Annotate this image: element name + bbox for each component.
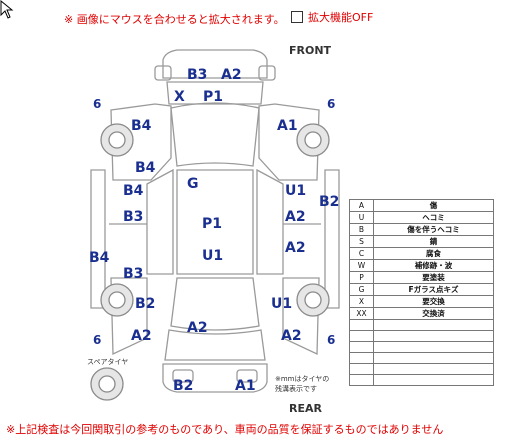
- damage-mark: B2: [135, 296, 155, 312]
- legend-code: X: [349, 295, 374, 308]
- damage-mark: A2: [285, 240, 306, 256]
- damage-mark: B4: [131, 118, 152, 134]
- legend-row: [349, 374, 494, 386]
- legend-code: U: [349, 211, 374, 224]
- damage-mark: B4: [135, 160, 156, 176]
- legend-label: [373, 374, 494, 386]
- damage-mark: B3: [123, 266, 143, 282]
- damage-mark: A2: [187, 320, 208, 336]
- tire-depth-front-right: 6: [327, 97, 335, 111]
- footer-disclaimer: ※上記検査は今回関取引の参考のものであり、車両の品質を保証するものではありません: [6, 423, 444, 436]
- legend-label: 要交換: [373, 295, 494, 308]
- legend-code: W: [349, 259, 374, 272]
- damage-mark: B4: [123, 183, 144, 199]
- spare-tire-label: スペアタイヤ: [87, 357, 128, 366]
- legend-code: G: [349, 283, 374, 296]
- legend-row: [349, 330, 494, 342]
- legend-label: [373, 341, 494, 353]
- legend-label: [373, 319, 494, 331]
- legend-code: [349, 352, 374, 364]
- damage-marks: B3 A2 X P1 B4 A1 B4 G B4 U1 B2 B3 A2 P1 …: [89, 67, 339, 394]
- legend-row: [349, 341, 494, 353]
- mouse-cursor-icon: [0, 0, 14, 19]
- legend-row: [349, 352, 494, 364]
- damage-mark: U1: [271, 296, 292, 312]
- tire-depth-note: 残溝表示です: [275, 384, 317, 393]
- legend-code: [349, 363, 374, 375]
- tire-depth-note: ※mmはタイヤの: [275, 374, 329, 383]
- legend-code: C: [349, 247, 374, 260]
- front-label: FRONT: [289, 44, 332, 57]
- damage-mark: G: [187, 176, 199, 192]
- damage-mark: X: [174, 89, 185, 105]
- damage-mark: A2: [285, 209, 306, 225]
- rear-label: REAR: [289, 402, 322, 415]
- legend-label: 交換済: [373, 307, 494, 320]
- damage-mark: A1: [277, 118, 298, 134]
- legend-code: A: [349, 199, 374, 212]
- zoom-off-checkbox[interactable]: [291, 11, 303, 23]
- legend-code: [349, 319, 374, 331]
- legend-row: [349, 363, 494, 375]
- legend-code: XX: [349, 307, 374, 320]
- damage-mark: A2: [131, 328, 152, 344]
- legend-label: 傷: [373, 199, 494, 212]
- damage-mark: A2: [281, 328, 302, 344]
- zoom-off-toggle[interactable]: 拡大機能OFF: [291, 9, 373, 25]
- tire-depth-rear-right: 6: [327, 333, 335, 347]
- vehicle-outline: [90, 49, 340, 393]
- legend-code: [349, 374, 374, 386]
- legend-label: 要塗装: [373, 271, 494, 284]
- damage-mark: B2: [319, 194, 339, 210]
- legend-code: S: [349, 235, 374, 248]
- legend-label: 傷を伴うヘコミ: [373, 223, 494, 236]
- damage-mark: B4: [89, 250, 110, 266]
- zoom-notice: ※ 画像にマウスを合わせると拡大されます。: [64, 13, 285, 26]
- legend-label: [373, 352, 494, 364]
- damage-mark: U1: [285, 183, 306, 199]
- damage-mark: A2: [221, 67, 242, 83]
- damage-mark: B3: [187, 67, 207, 83]
- tire-depth-rear-left: 6: [93, 333, 101, 347]
- tire-depths: 6 6 6 6: [93, 97, 335, 347]
- legend-label: [373, 330, 494, 342]
- damage-mark: A1: [235, 378, 256, 394]
- legend-label: ヘコミ: [373, 211, 494, 224]
- tire-depth-front-left: 6: [93, 97, 101, 111]
- tires: [90, 123, 330, 401]
- legend-label: 腐食: [373, 247, 494, 260]
- damage-mark: P1: [202, 216, 222, 232]
- damage-mark: B3: [123, 209, 143, 225]
- legend-label: 錆: [373, 235, 494, 248]
- legend-label: 補修跡・波: [373, 259, 494, 272]
- legend-code: B: [349, 223, 374, 236]
- damage-mark: B2: [173, 378, 193, 394]
- legend-row: [349, 319, 494, 331]
- legend-label: Fガラス点キズ: [373, 283, 494, 296]
- damage-mark: P1: [203, 89, 223, 105]
- legend-code: P: [349, 271, 374, 284]
- legend-code: [349, 341, 374, 353]
- zoom-off-label: 拡大機能OFF: [308, 11, 374, 24]
- vehicle-damage-diagram: 6 6 6 6 B3 A2 X P1 B4 A1 B4 G B4 U1 B2 B…: [87, 44, 340, 415]
- legend-code: [349, 330, 374, 342]
- damage-mark: U1: [202, 248, 223, 264]
- legend-label: [373, 363, 494, 375]
